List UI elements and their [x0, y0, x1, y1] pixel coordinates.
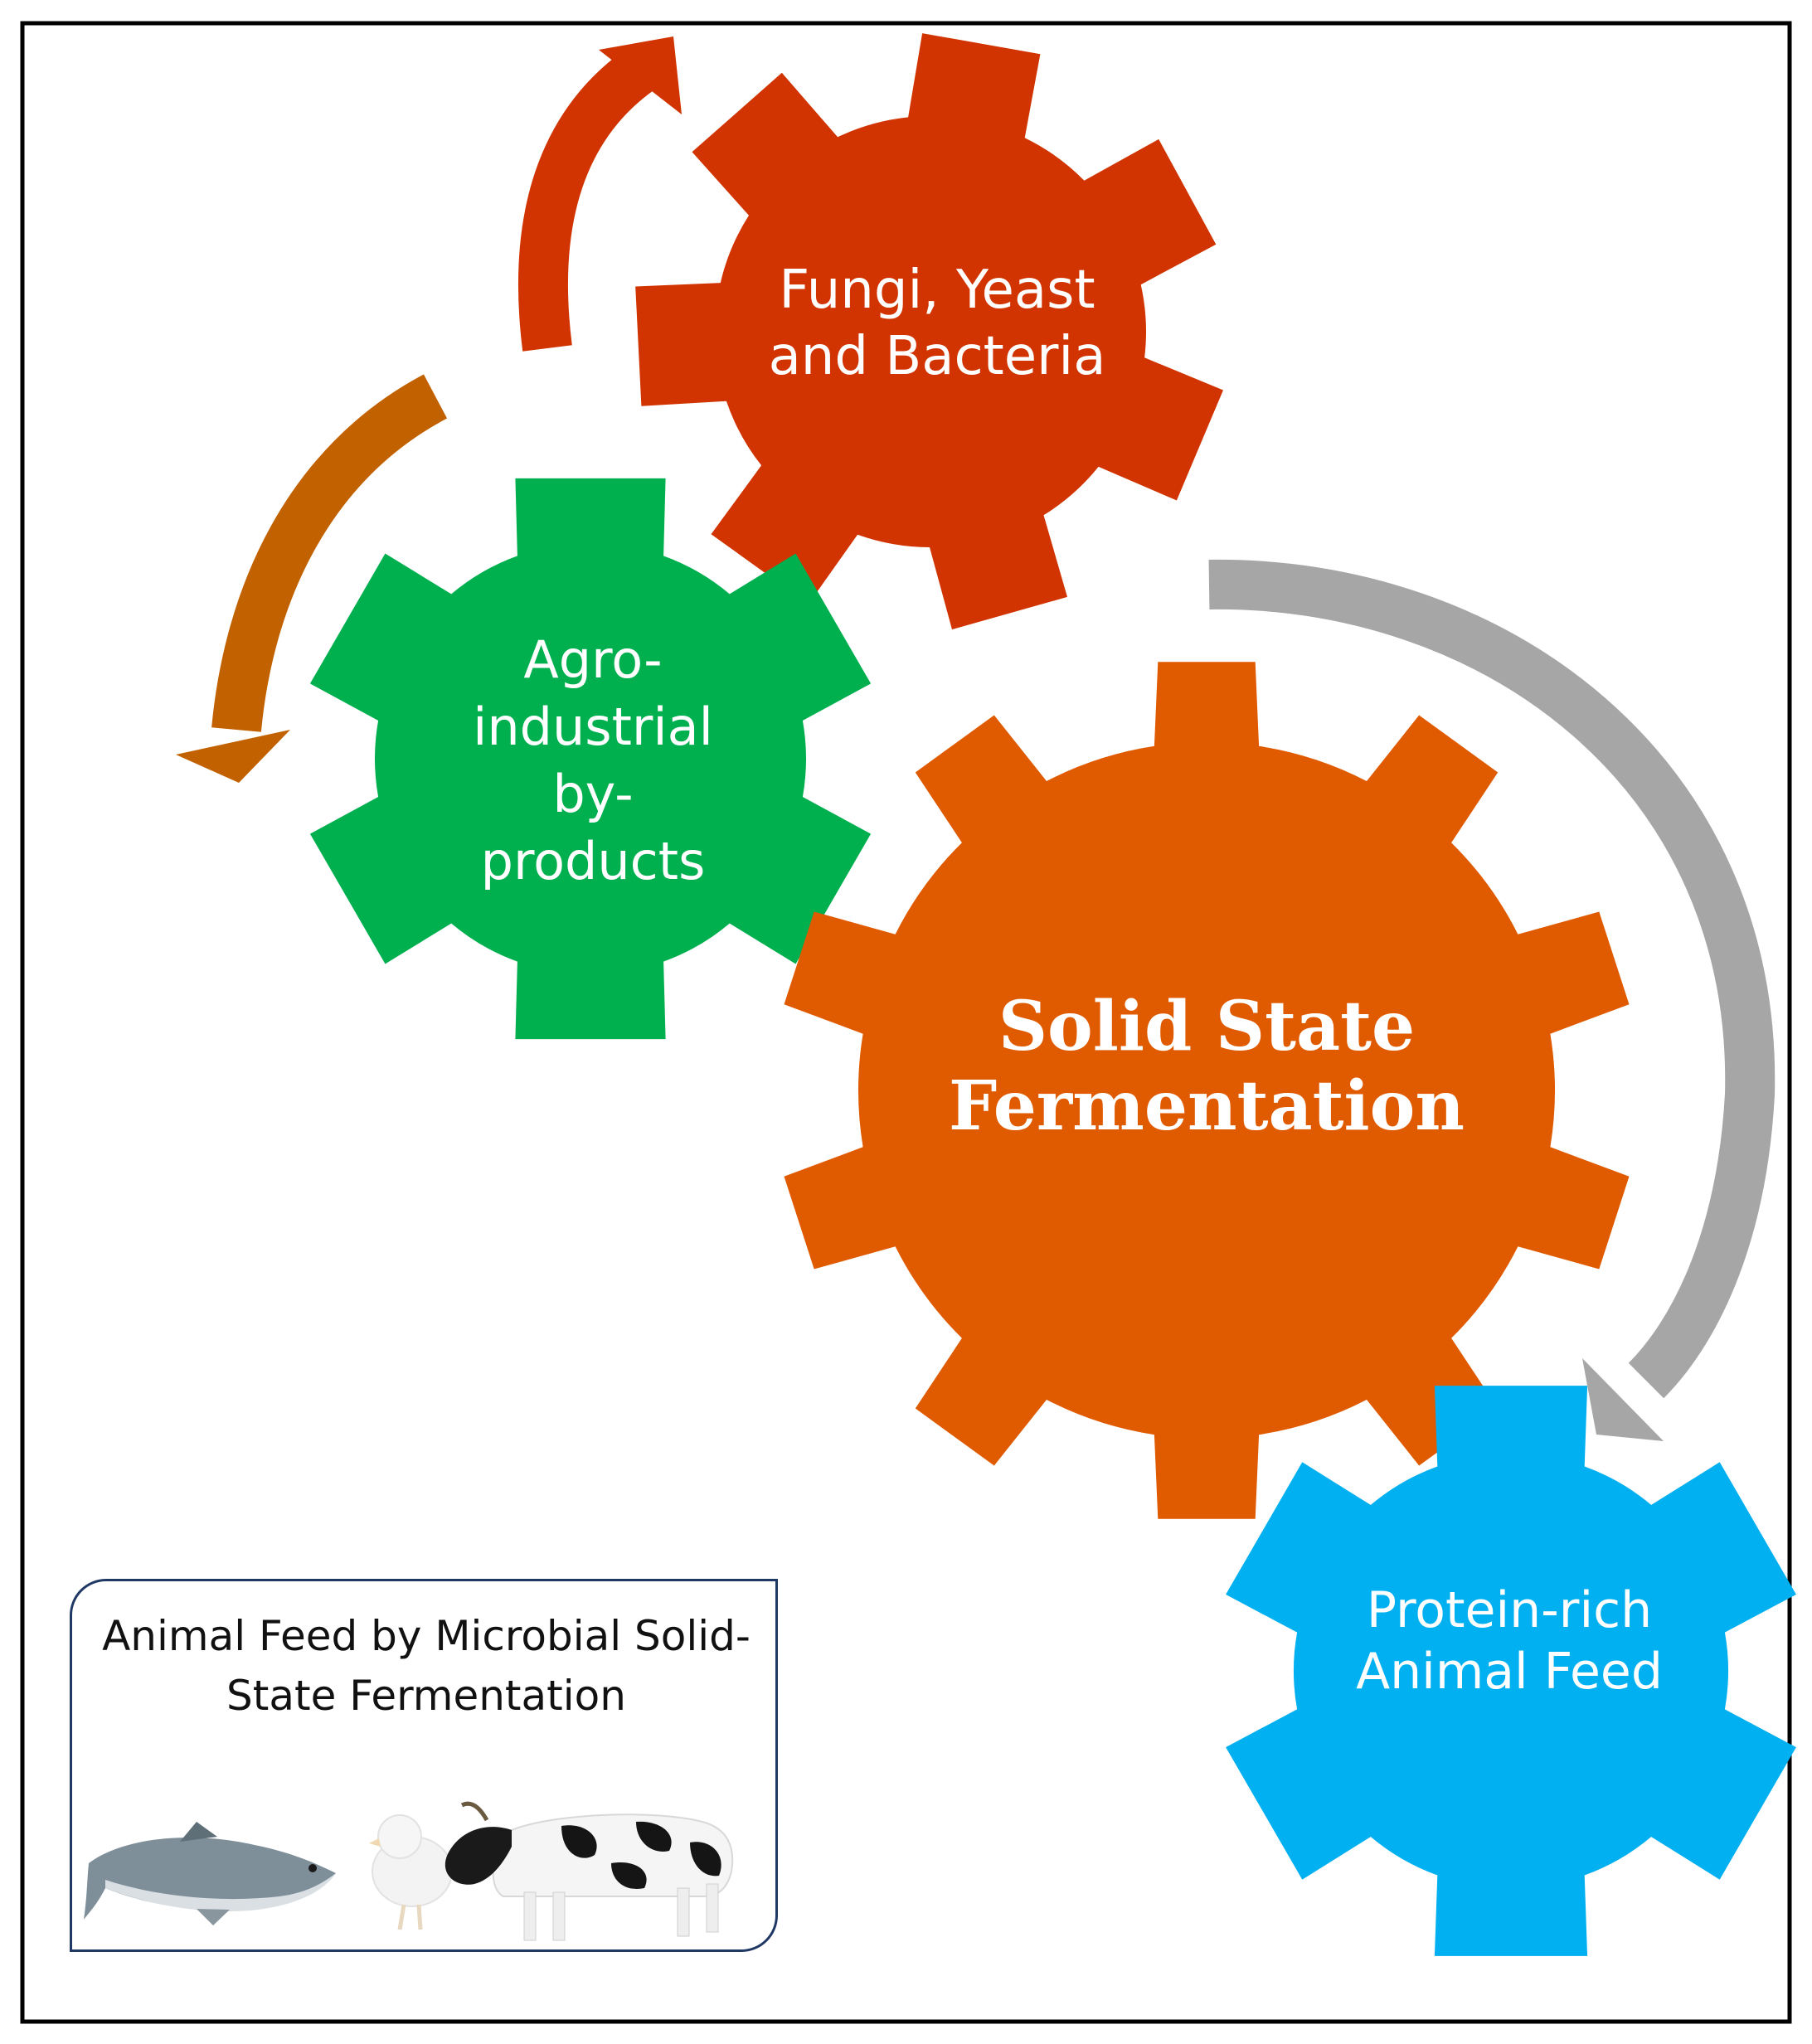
- protein-label-line-1: Protein-rich: [1366, 1581, 1653, 1639]
- protein-gear: [1226, 1386, 1796, 1956]
- fish-image: [84, 1822, 336, 1925]
- red-arrow: [518, 36, 682, 352]
- agro-label-line-3: by-: [552, 764, 634, 824]
- fungi-gear: [635, 33, 1223, 630]
- protein-gear-label: Protein-rich Animal Feed: [1294, 1580, 1725, 1702]
- cow-image: [444, 1801, 734, 1941]
- orange-arrow: [176, 374, 448, 783]
- ssf-gear: [784, 662, 1630, 1519]
- gears-layer: [309, 33, 1796, 1956]
- protein-label-line-2: Animal Feed: [1356, 1643, 1663, 1701]
- legend-box: Animal Feed by Microbial Solid- State Fe…: [70, 1579, 778, 1952]
- ssf-gear-label: Solid State Fermentation: [904, 987, 1509, 1146]
- agro-label-line-4: products: [480, 831, 706, 891]
- agro-label-line-2: industrial: [473, 697, 713, 757]
- legend-title-line-2: State Fermentation: [226, 1672, 626, 1720]
- fungi-label-line-1: Fungi, Yeast: [779, 260, 1095, 321]
- outer-frame: [20, 21, 1792, 2024]
- agro-gear-label: Agro- industrial by- products: [398, 626, 788, 895]
- legend-title-line-1: Animal Feed by Microbial Solid-: [102, 1612, 751, 1660]
- legend-animals: [84, 1801, 734, 1941]
- fungi-gear-label: Fungi, Yeast and Bacteria: [713, 257, 1161, 390]
- chick-image: [369, 1814, 453, 1930]
- agro-label-line-1: Agro-: [523, 629, 663, 690]
- gray-arrow: [1208, 559, 1776, 1441]
- ssf-label-line-1: Solid State: [998, 987, 1416, 1066]
- legend-title: Animal Feed by Microbial Solid- State Fe…: [72, 1606, 780, 1726]
- agro-gear: [309, 478, 872, 1040]
- fungi-label-line-2: and Bacteria: [768, 326, 1106, 387]
- ssf-label-line-2: Fermentation: [948, 1066, 1465, 1146]
